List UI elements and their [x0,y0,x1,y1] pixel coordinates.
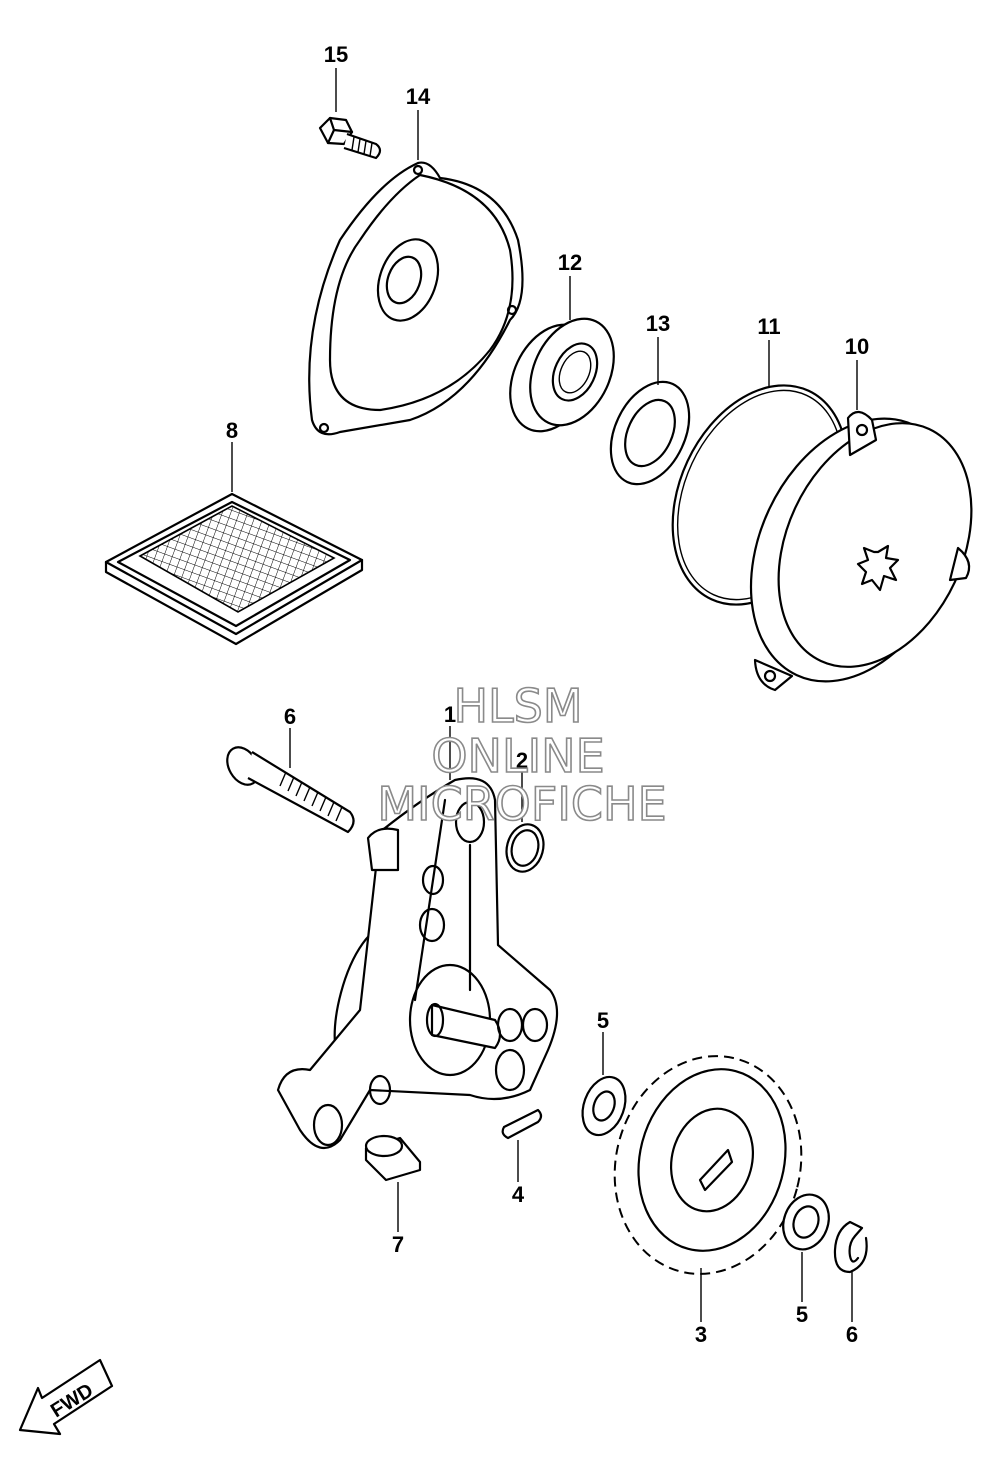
part-5-washer-upper[interactable] [575,1071,633,1141]
label-13: 13 [646,311,670,336]
label-1: 1 [444,702,456,727]
part-7-bolt[interactable] [221,742,355,834]
part-15-bolt[interactable] [318,116,382,160]
leader-lines [231,68,858,1322]
part-12-oil-seal[interactable] [494,305,630,445]
watermark: HLSM ONLINE MICROFICHE [377,678,668,832]
watermark-line-3: MICROFICHE [377,777,666,831]
label-2: 2 [516,748,528,773]
part-14-pump-cover[interactable] [308,161,524,436]
part-1-oil-pump-body[interactable] [276,777,559,1150]
part-6-circlip[interactable] [833,1220,868,1274]
label-5-lower: 5 [796,1302,808,1327]
label-12: 12 [558,250,582,275]
label-11: 11 [757,314,780,339]
label-8: 7 [392,1232,404,1257]
label-9: 8 [226,418,238,443]
label-5-upper: 5 [597,1008,609,1033]
watermark-line-2: ONLINE [431,729,604,783]
fwd-arrow-icon [18,1358,114,1436]
part-number-labels: 15 14 12 13 11 10 8 6 1 2 5 4 7 3 5 6 [226,42,869,1347]
label-10: 10 [845,334,869,359]
label-3: 3 [695,1322,707,1347]
part-13-washer[interactable] [595,369,704,496]
label-7: 6 [284,704,296,729]
part-5-washer-lower[interactable] [776,1188,836,1256]
label-14: 14 [406,84,431,109]
part-2-o-ring[interactable] [501,820,548,876]
label-15: 15 [324,42,348,67]
label-4: 4 [512,1182,525,1207]
forward-direction-indicator: FWD [18,1358,114,1436]
part-9-oil-strainer[interactable] [104,492,364,646]
label-6: 6 [846,1322,858,1347]
watermark-line-1: HLSM [453,679,582,733]
part-4-pin[interactable] [501,1108,543,1140]
part-3-oil-pump-gear[interactable] [591,1035,826,1295]
part-10-pump-case[interactable] [711,385,1000,715]
part-8-dowel[interactable] [364,1134,422,1182]
